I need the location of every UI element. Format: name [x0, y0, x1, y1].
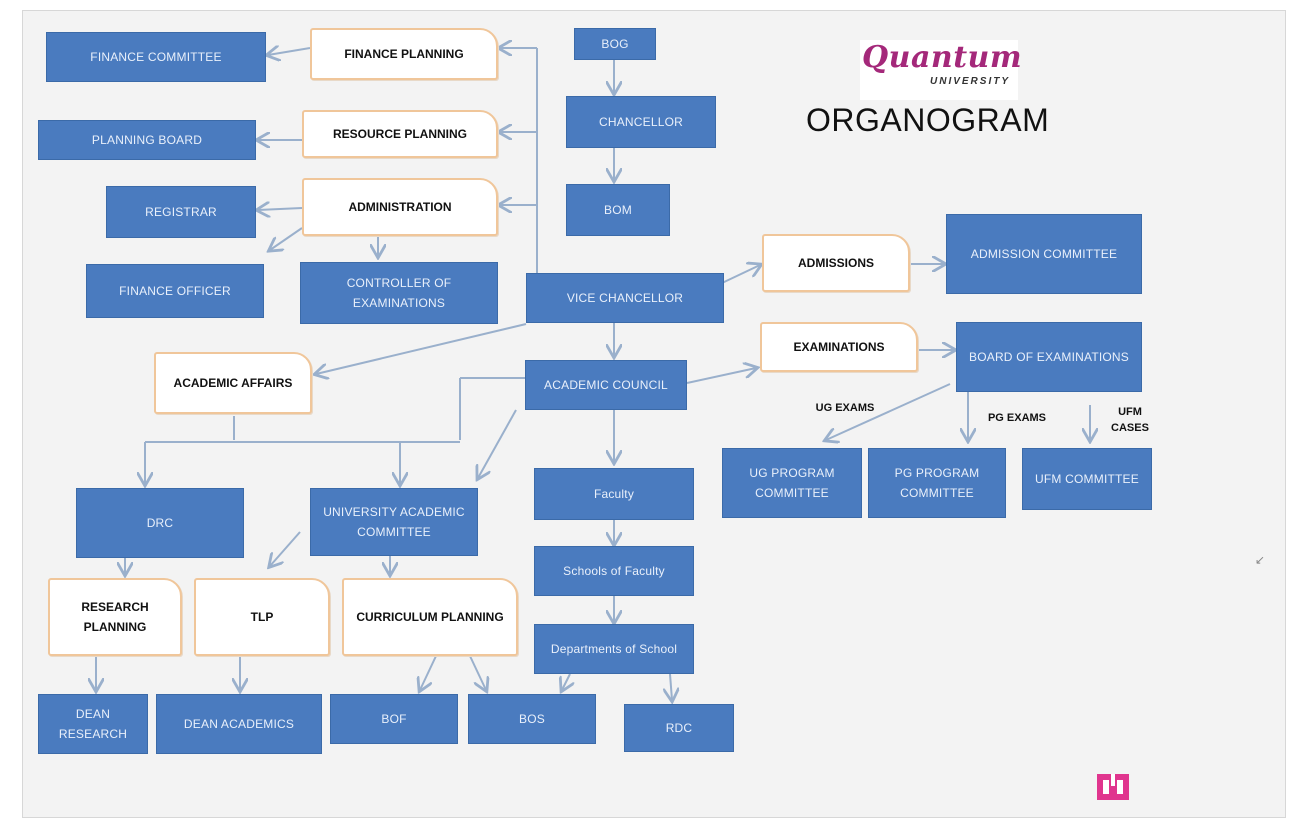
- cursor-mark-icon: ↙: [1255, 553, 1266, 567]
- function-administration: ADMINISTRATION: [302, 178, 498, 236]
- box-academic-council: ACADEMIC COUNCIL: [525, 360, 687, 410]
- box-admission-committee: ADMISSION COMMITTEE: [946, 214, 1142, 294]
- box-planning-board: PLANNING BOARD: [38, 120, 256, 160]
- box-bos: BOS: [468, 694, 596, 744]
- box-dean-research: DEAN RESEARCH: [38, 694, 148, 754]
- label-ug-exams: UG EXAMS: [815, 402, 875, 414]
- box-board-of-examinations: BOARD OF EXAMINATIONS: [956, 322, 1142, 392]
- function-tlp: TLP: [194, 578, 330, 656]
- box-ug-program-committee: UG PROGRAM COMMITTEE: [722, 448, 862, 518]
- box-bom: BOM: [566, 184, 670, 236]
- box-dean-academics: DEAN ACADEMICS: [156, 694, 322, 754]
- box-faculty: Faculty: [534, 468, 694, 520]
- box-rdc: RDC: [624, 704, 734, 752]
- logo-subtitle: UNIVERSITY: [930, 76, 1011, 87]
- box-registrar: REGISTRAR: [106, 186, 256, 238]
- box-bof: BOF: [330, 694, 458, 744]
- page-title: ORGANOGRAM: [806, 102, 1050, 138]
- box-schools-of-faculty: Schools of Faculty: [534, 546, 694, 596]
- function-academic-affairs: ACADEMIC AFFAIRS: [154, 352, 312, 414]
- box-vice-chancellor: VICE CHANCELLOR: [526, 273, 724, 323]
- function-finance-planning: FINANCE PLANNING: [310, 28, 498, 80]
- box-university-academic-committee: UNIVERSITY ACADEMIC COMMITTEE: [310, 488, 478, 556]
- label-ufm-cases: UFM CASES: [1111, 406, 1149, 434]
- box-bog: BOG: [574, 28, 656, 60]
- box-pg-program-committee: PG PROGRAM COMMITTEE: [868, 448, 1006, 518]
- box-departments-of-school: Departments of School: [534, 624, 694, 674]
- function-resource-planning: RESOURCE PLANNING: [302, 110, 498, 158]
- box-finance-committee: FINANCE COMMITTEE: [46, 32, 266, 82]
- brand-mark-icon: [1097, 774, 1129, 800]
- university-logo: Quantum: [862, 40, 1023, 75]
- label-pg-exams: PG EXAMS: [987, 412, 1047, 424]
- box-finance-officer: FINANCE OFFICER: [86, 264, 264, 318]
- box-chancellor: CHANCELLOR: [566, 96, 716, 148]
- function-curriculum-planning: CURRICULUM PLANNING: [342, 578, 518, 656]
- box-controller-of-examinations: CONTROLLER OF EXAMINATIONS: [300, 262, 498, 324]
- box-drc: DRC: [76, 488, 244, 558]
- function-examinations: EXAMINATIONS: [760, 322, 918, 372]
- logo-panel: [860, 40, 1018, 100]
- function-research-planning: RESEARCH PLANNING: [48, 578, 182, 656]
- function-admissions: ADMISSIONS: [762, 234, 910, 292]
- box-ufm-committee: UFM COMMITTEE: [1022, 448, 1152, 510]
